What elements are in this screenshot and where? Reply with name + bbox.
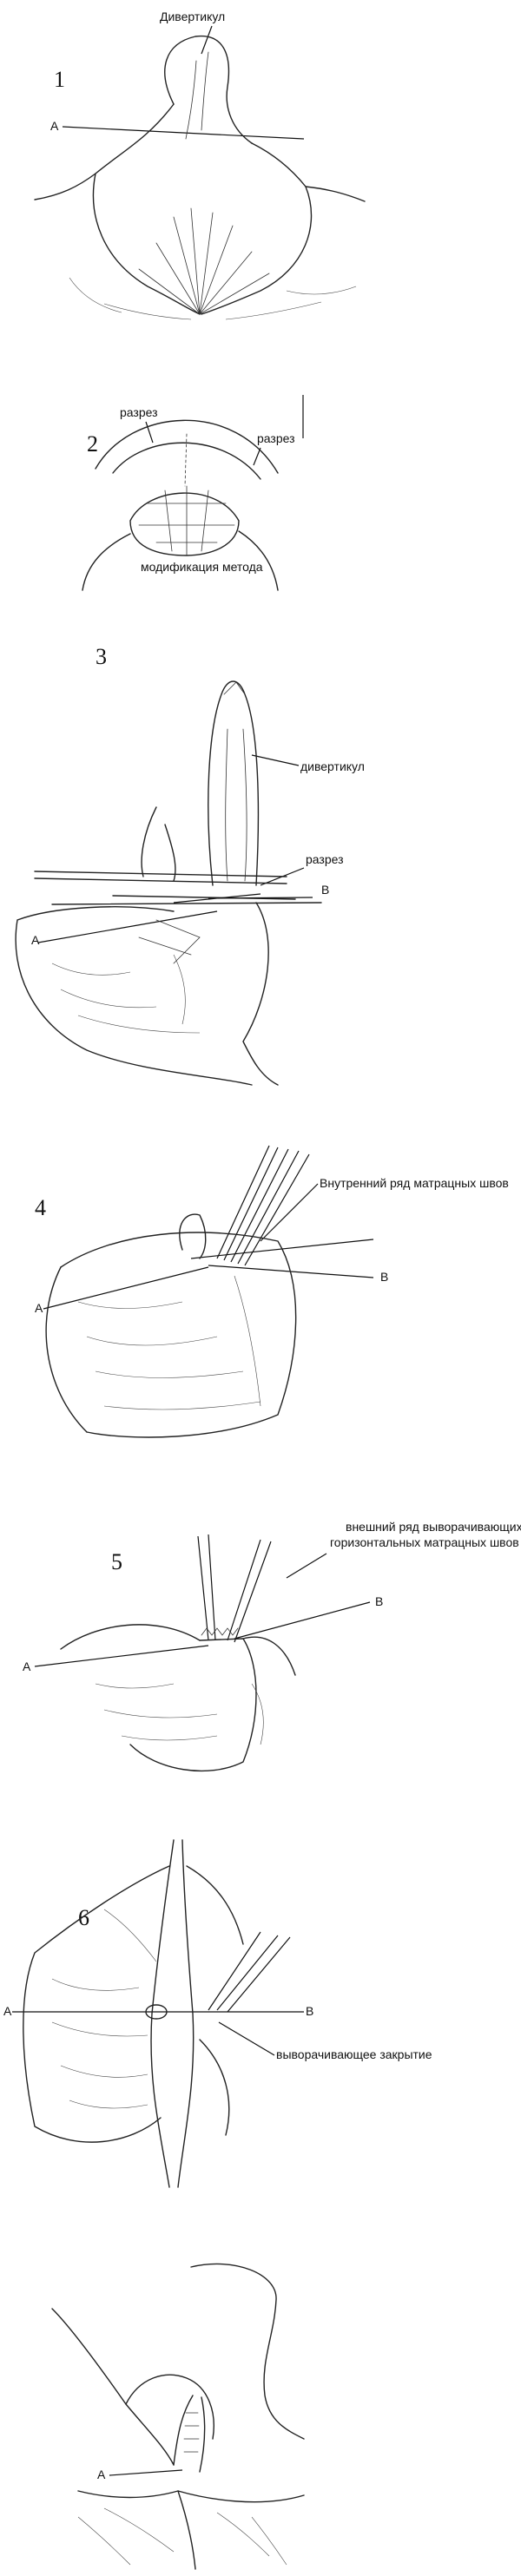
panel-3-skin-texture [51,954,201,1034]
panel-6-left-edge [150,1839,175,2188]
panel-7-a-pointer [109,2469,183,2476]
panel-2-dashed-incision [184,433,188,487]
panel-3-left-clamp-handle [141,806,176,882]
panel-2-incision-pointer-right [253,447,261,466]
panel-6-everting-label: выворачивающее закрытие [276,2047,432,2061]
panel-5-b-suture [234,1601,371,1640]
panel-7-upper-loop [190,2263,305,2440]
panel-7-left-outline [51,2308,175,2466]
panel-5-number: 5 [111,1549,122,1574]
panel-2-incision-pointer-left [145,421,154,444]
panel-4-number: 4 [35,1195,46,1220]
panel-1-a-pointer [62,126,305,140]
panel-7-closure-line [173,2395,206,2473]
panel-7-buttock-crease [77,2490,305,2503]
panel-1-sac-folds [185,51,209,140]
panel-3-clamp-bars [34,871,322,905]
panel-6: 6 A B выворачивающее закрытие [3,1839,432,2188]
panel-2-incision-label-right: разрез [257,431,295,445]
panel-5-upper-contour [60,1624,296,1676]
panel-4-skin-texture [77,1275,261,1410]
panel-4: 4 Внутренний ряд матрацных швов B A [35,1145,509,1438]
panel-1-left-flap [92,103,201,315]
panel-1-number: 1 [54,67,65,92]
panel-3-diverticulum-label: дивертикул [300,759,365,773]
panel-6-skin-texture [51,1909,157,2109]
panel-5-skin-texture [95,1683,264,1745]
panel-1-diverticulum-label: Дивертикул [160,10,225,23]
panel-6-label-b: B [306,2004,313,2018]
panel-5-a-suture [34,1645,209,1667]
panel-2-exposed-tissue [129,492,240,556]
panel-3-wound-detail [138,919,201,964]
panel-1-anal-radial-folds [138,207,270,315]
panel-4-label-b: B [380,1270,388,1284]
panel-3-label-a: A [31,933,40,947]
panel-7: A [51,2263,305,2570]
panel-6-label-a: A [3,2004,12,2018]
panel-1: 1 Дивертикул A [34,10,366,320]
panel-3-diverticulum-pointer [251,754,300,766]
panel-2-retracted-edges [82,530,279,591]
panel-3-diverticulum-sac [208,680,260,886]
panel-2-tissue-lobules [138,485,235,556]
panel-1-label-a: A [50,119,59,133]
panel-3-incision-label: разрез [306,852,344,866]
panel-3-right-contour [242,902,279,1086]
panel-3-body-contour [15,906,253,1086]
panel-3-b-suture [173,893,313,904]
panel-3-a-suture [37,910,218,943]
panel-7-skin-texture [77,2507,287,2566]
panel-4-a-suture [43,1266,209,1310]
panel-6-right-edge [177,1839,195,2188]
panel-6-left-buttock [23,1865,170,2143]
panel-5-suture-line [201,1627,239,1636]
panel-5-label-b: B [375,1594,383,1608]
panel-1-retractors [34,173,366,202]
panel-6-sutures [208,1931,291,2013]
panel-3-number: 3 [96,644,107,669]
panel-4-left-contour [45,1266,88,1433]
panel-6-suture-knot [145,2004,168,2020]
panel-3: 3 дивертикул разрез B A [15,644,365,1086]
panel-5-flap [129,1638,257,1772]
panel-6-everting-pointer [218,2021,275,2056]
panel-5-outer-row-label-line1: внешний ряд выворачивающих [346,1520,521,1534]
panel-2-wound-upper-arc [95,419,279,474]
panel-2-incision-label-left: разрез [120,405,158,419]
panel-4-label-a: A [35,1301,43,1315]
panel-2: 2 разрез разрез модификация метода [82,395,304,591]
panel-5-outer-row-label-line2: горизонтальных матрацных швов [330,1535,519,1549]
panel-4-mattress-sutures [216,1145,310,1266]
panel-4-inner-row-pointer [260,1183,319,1242]
panel-6-right-contour [186,1865,244,2136]
panel-5-outer-row-pointer [286,1553,327,1579]
panel-7-sutures [183,2412,200,2453]
panel-5-label-a: A [23,1659,31,1673]
panel-7-label-a: A [97,2468,106,2481]
panel-4-body-contour [60,1232,297,1438]
panel-4-sac-stump [179,1213,207,1259]
panel-1-sac-outline [164,35,253,144]
panel-7-wound-ring [125,2374,214,2440]
panel-2-number: 2 [87,431,98,457]
panel-1-skin-texture [69,277,357,320]
panel-3-sac-folds [223,681,247,882]
panel-3-label-b: B [321,883,329,897]
panel-2-caption: модификация метода [141,560,263,574]
panel-5-everting-sutures [197,1534,272,1643]
panel-4-b-sutures [190,1239,374,1278]
panel-5: 5 внешний ряд выворачивающих горизонталь… [23,1520,521,1772]
panel-7-natal-cleft [177,2490,196,2570]
panel-4-inner-row-label: Внутренний ряд матрацных швов [320,1176,509,1190]
panel-1-right-flap [201,142,313,315]
panel-6-number: 6 [78,1905,89,1930]
panel-2-wound-inner-arc [112,442,261,480]
panel-1-diverticulum-pointer [201,25,213,55]
